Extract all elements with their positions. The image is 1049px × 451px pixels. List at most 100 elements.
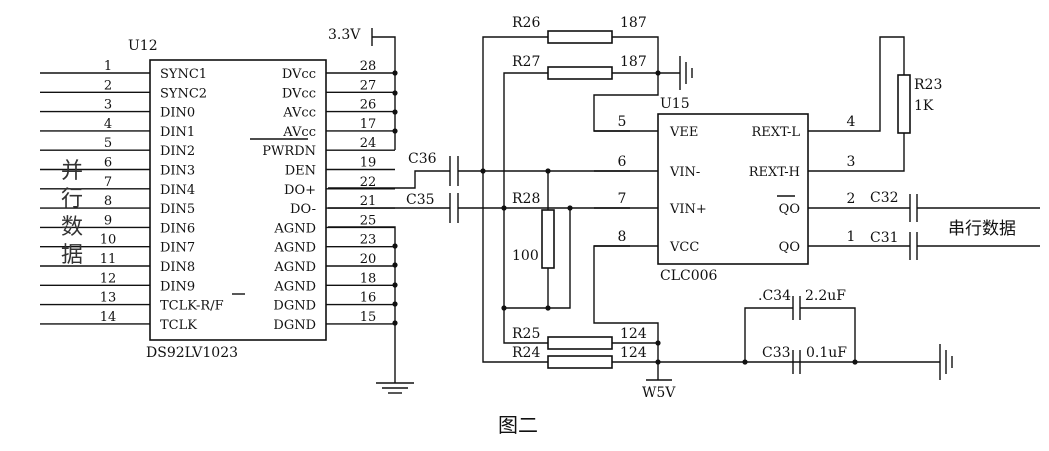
parallel-data-char: 数 bbox=[61, 215, 83, 240]
pin-number: 6 bbox=[618, 154, 627, 170]
pin-name: DIN9 bbox=[160, 279, 195, 294]
r23-body bbox=[897, 74, 911, 134]
c32-ref: C32 bbox=[870, 190, 899, 206]
r23-ref: R23 bbox=[914, 77, 942, 93]
junction bbox=[392, 109, 398, 115]
pin-name: DIN1 bbox=[160, 125, 195, 140]
junction bbox=[392, 320, 398, 326]
pin-name: DIN6 bbox=[160, 221, 195, 236]
pin-name: REXT-H bbox=[749, 165, 800, 180]
ground-symbol bbox=[939, 344, 953, 380]
pin-number: 12 bbox=[100, 271, 117, 286]
c34-right-wire bbox=[800, 307, 856, 362]
pin-number: 20 bbox=[360, 252, 377, 267]
junction bbox=[392, 301, 398, 307]
u15-ref: U15 bbox=[660, 96, 690, 112]
pin-name: VCC bbox=[669, 240, 699, 255]
pin-name: DEN bbox=[285, 164, 316, 179]
r24-left-wire bbox=[482, 171, 548, 363]
pin-number: 24 bbox=[360, 136, 377, 151]
pin-number: 27 bbox=[360, 78, 377, 93]
pin-number: 9 bbox=[104, 213, 112, 228]
junction bbox=[392, 90, 398, 96]
c34-value: 2.2uF bbox=[805, 288, 846, 304]
r26-body bbox=[547, 30, 613, 44]
pin-number: 8 bbox=[104, 194, 112, 209]
supply-33-label: 3.3V bbox=[328, 27, 361, 43]
junction bbox=[852, 359, 858, 365]
r27-body bbox=[547, 66, 613, 80]
pin-name: TCLK-R/F bbox=[160, 299, 224, 314]
pin-name: QO bbox=[779, 240, 800, 255]
rext-l-wire bbox=[808, 36, 905, 132]
pin-name: AGND bbox=[273, 241, 316, 256]
pin-number: 22 bbox=[360, 175, 377, 190]
do-plus-wire bbox=[328, 170, 450, 189]
pin-number: 2 bbox=[847, 191, 856, 207]
junction bbox=[742, 359, 748, 365]
pin-name: SYNC1 bbox=[160, 67, 207, 82]
r24-ref: R24 bbox=[512, 345, 540, 361]
pin-number: 7 bbox=[618, 191, 627, 207]
r25-ref: R25 bbox=[512, 326, 540, 342]
pin-name: DIN8 bbox=[160, 260, 195, 275]
pin-number: 1 bbox=[847, 229, 856, 245]
pin-name: DIN7 bbox=[160, 241, 195, 256]
pin-name: DIN0 bbox=[160, 106, 195, 121]
pin-number: 1 bbox=[104, 59, 112, 74]
junction bbox=[392, 262, 398, 268]
r28-body bbox=[541, 209, 555, 269]
serial-data-label: 串行数据 bbox=[948, 219, 1016, 239]
pin-number: 17 bbox=[360, 117, 377, 132]
pin-number: 23 bbox=[360, 233, 377, 248]
pin-name: VIN- bbox=[669, 165, 700, 180]
pin-name: AVcc bbox=[282, 106, 316, 121]
pin-name: AVcc bbox=[282, 125, 316, 140]
pin-number: 5 bbox=[104, 136, 112, 151]
r24-body bbox=[547, 355, 613, 369]
pin-number: 16 bbox=[360, 291, 377, 306]
pin-number: 4 bbox=[104, 117, 112, 132]
junction bbox=[392, 128, 398, 134]
pin-name: SYNC2 bbox=[160, 86, 207, 101]
pin-number: 21 bbox=[360, 194, 377, 209]
pin-number: 25 bbox=[360, 213, 377, 228]
w5v-label: W5V bbox=[642, 385, 676, 401]
c34-ref: .C34 bbox=[758, 288, 791, 304]
pin-number: 2 bbox=[104, 78, 112, 93]
pin-name: DO+ bbox=[284, 183, 316, 198]
junction bbox=[545, 305, 551, 311]
c34-left-wire bbox=[744, 307, 793, 362]
u15-pin: 1QO bbox=[779, 229, 856, 255]
pin-name: DVcc bbox=[282, 67, 316, 82]
u12-ref: U12 bbox=[128, 38, 158, 54]
r25-value: 124 bbox=[620, 326, 647, 342]
r28-ref: R28 bbox=[512, 191, 540, 207]
u15-body bbox=[657, 113, 809, 265]
pin-number: 5 bbox=[618, 114, 627, 130]
junction bbox=[655, 359, 661, 365]
